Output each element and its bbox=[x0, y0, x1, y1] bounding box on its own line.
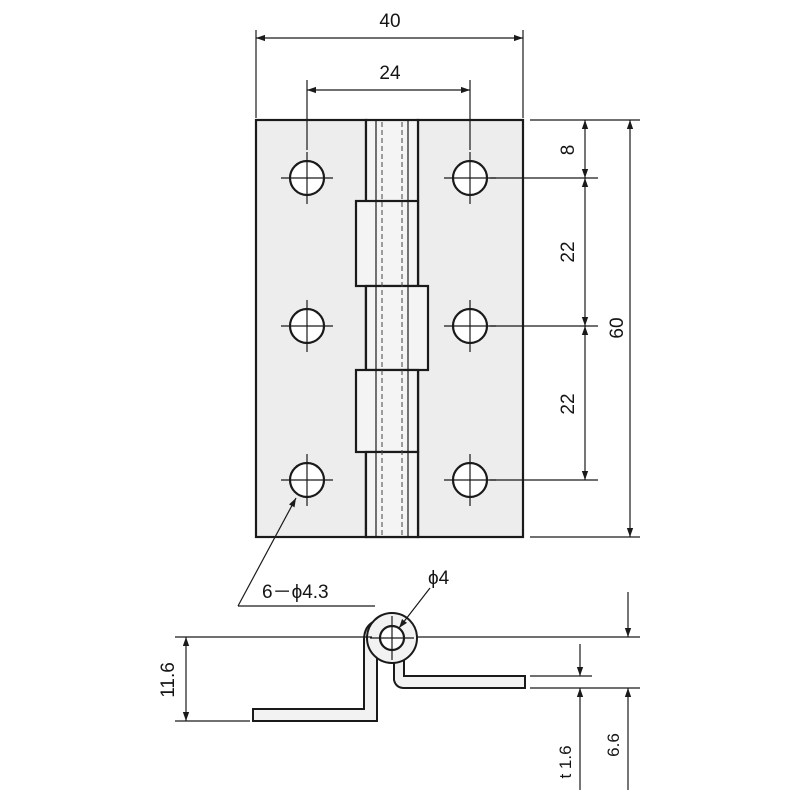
pin-callout: ϕ4 bbox=[398, 568, 450, 629]
dim-label-open-height: 11.6 bbox=[158, 662, 179, 698]
holes-callout: 6－ϕ4.3 bbox=[237, 497, 375, 607]
dim-label-pitch-upper: 22 bbox=[558, 241, 579, 262]
dim-label-overall-width: 40 bbox=[379, 11, 400, 32]
knuckle-barrel bbox=[354, 118, 430, 539]
side-right-leaf bbox=[393, 657, 526, 689]
dim-thickness-offset: t 1.6 6.6 bbox=[418, 592, 640, 790]
dim-label-thickness: t 1.6 bbox=[556, 745, 575, 778]
side-view: ϕ4 11.6 t 1.6 6.6 bbox=[158, 568, 640, 790]
mounting-holes bbox=[281, 152, 496, 506]
dim-hole-spacing-x: 24 bbox=[306, 63, 471, 150]
pin-callout-label: ϕ4 bbox=[428, 568, 450, 589]
dim-label-top-offset: 8 bbox=[558, 145, 579, 156]
front-view: 40 24 8 22 22 60 bbox=[237, 11, 640, 607]
dim-label-knuckle-offset: 6.6 bbox=[604, 733, 623, 757]
knuckle-segment bbox=[354, 199, 420, 288]
dim-label-hole-spacing: 24 bbox=[379, 63, 401, 84]
knuckle-segment bbox=[364, 284, 430, 372]
side-left-leaf bbox=[252, 618, 379, 722]
dim-open-height: 11.6 bbox=[158, 636, 372, 722]
knuckle-segment bbox=[364, 450, 420, 539]
holes-callout-label: 6－ϕ4.3 bbox=[262, 582, 329, 603]
dim-vertical-chain: 8 22 22 60 bbox=[490, 119, 640, 538]
dim-overall-width: 40 bbox=[255, 11, 524, 118]
dim-label-pitch-lower: 22 bbox=[558, 393, 579, 414]
dim-label-overall-height: 60 bbox=[607, 317, 628, 338]
knuckle-segment bbox=[354, 368, 420, 454]
